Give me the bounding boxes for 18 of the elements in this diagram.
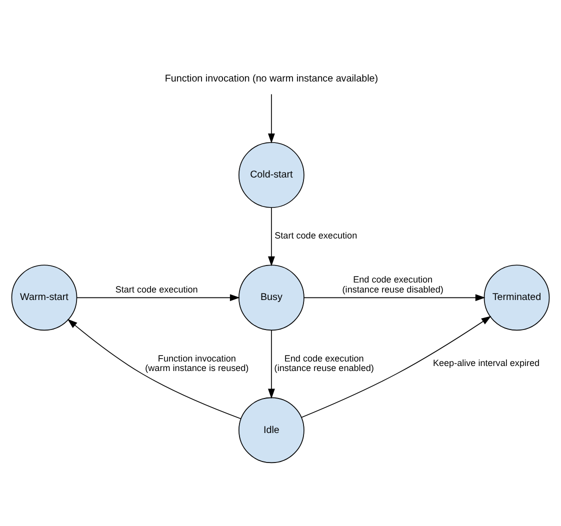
- arrow: [268, 93, 275, 143]
- arrow: [268, 206, 275, 266]
- node-circle: Idle: [238, 396, 304, 463]
- arrow: [268, 330, 275, 398]
- node-text: Function invocation (no warm instance available): [164, 73, 378, 84]
- edge-label: End code execution (instance reuse disabled): [342, 274, 444, 294]
- edge-label: Keep-alive interval expired: [432, 358, 540, 368]
- edge-label: Start code execution: [115, 284, 198, 294]
- edge-label: Start code execution: [274, 230, 358, 240]
- edge-label: End code execution (instance reuse enabled): [274, 352, 374, 373]
- arrow: [304, 294, 486, 301]
- arrow: [67, 318, 242, 419]
- node-circle: Cold-start: [238, 142, 304, 208]
- node-circle: Busy: [238, 264, 304, 330]
- arrow: [76, 294, 240, 301]
- arrow: [301, 315, 492, 418]
- edge-label: Function invocation (warm instance is reused): [145, 352, 249, 373]
- node-circle: Terminated: [484, 264, 550, 330]
